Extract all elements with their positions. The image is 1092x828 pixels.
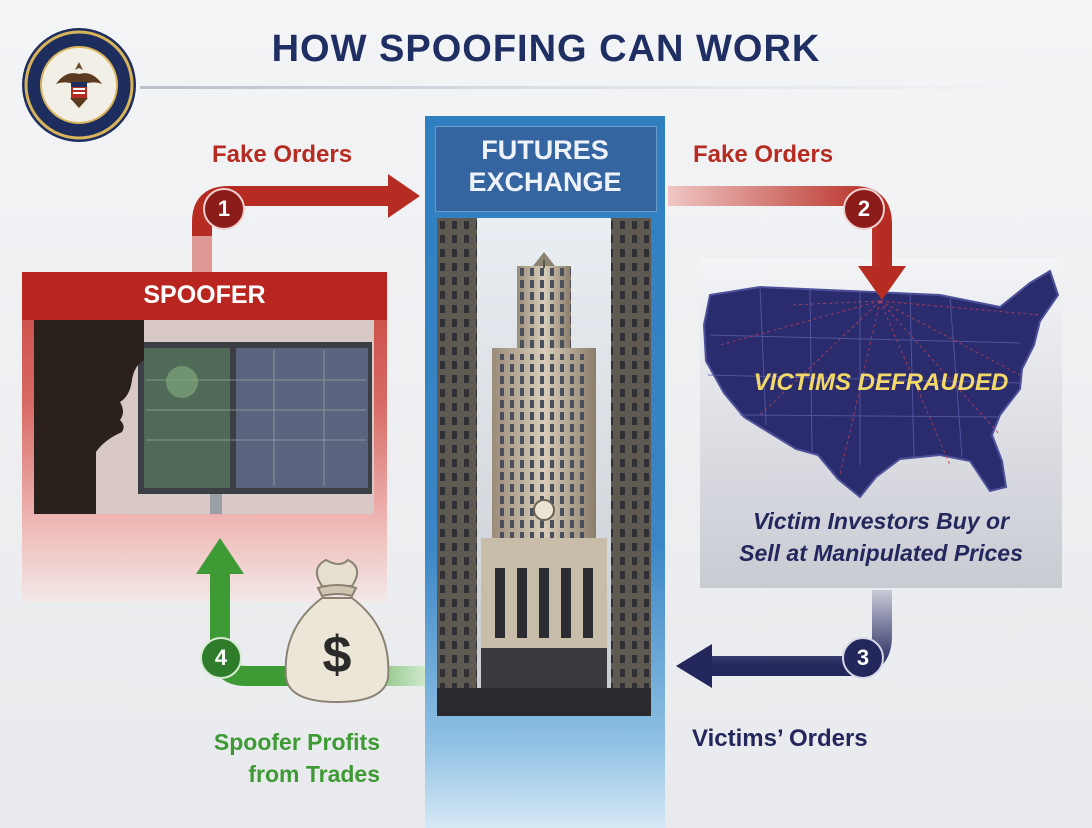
arrow-step-1-head: [388, 174, 420, 218]
arrow-step-4-head: [196, 538, 244, 574]
step-1-label: Fake Orders: [212, 141, 353, 168]
us-map-image: [702, 269, 1060, 499]
step-4-label-line1: Spoofer Profits: [213, 729, 380, 755]
exchange-header: [435, 126, 657, 212]
step-4-badge: 4: [200, 637, 242, 679]
exchange-title: FUTURES EXCHANGE: [435, 134, 655, 198]
diagram-title: HOW SPOOFING CAN WORK: [271, 28, 821, 70]
money-bag-symbol: $: [323, 626, 352, 684]
step-2-badge: 2: [843, 188, 885, 230]
victims-description-line2: Sell at Manipulated Prices: [739, 540, 1023, 566]
step-2-label: Fake Orders: [693, 141, 834, 168]
step-3-label: Victims’ Orders: [692, 725, 868, 752]
money-bag-icon: $: [284, 558, 390, 704]
victims-description: Victim Investors Buy or Sell at Manipula…: [700, 505, 1062, 569]
spoofer-title: SPOOFER: [143, 281, 266, 309]
arrow-step-3-head: [676, 644, 712, 688]
exchange-title-line1: FUTURES: [481, 135, 609, 165]
step-4-label-line2: from Trades: [248, 761, 380, 787]
step-1-badge: 1: [203, 188, 245, 230]
arrow-step-2-head: [858, 266, 906, 300]
spoofer-header: [22, 272, 387, 320]
department-seal-icon: [22, 28, 136, 142]
victims-banner: VICTIMS DEFRAUDED: [753, 369, 1009, 396]
trader-at-monitors-image: [34, 320, 374, 514]
victims-description-line1: Victim Investors Buy or: [752, 508, 1010, 534]
exchange-building-image: [437, 218, 651, 716]
title-underline: [140, 86, 1080, 89]
exchange-title-line2: EXCHANGE: [468, 167, 622, 197]
step-4-label: Spoofer Profits from Trades: [160, 726, 380, 790]
step-3-badge: 3: [842, 637, 884, 679]
